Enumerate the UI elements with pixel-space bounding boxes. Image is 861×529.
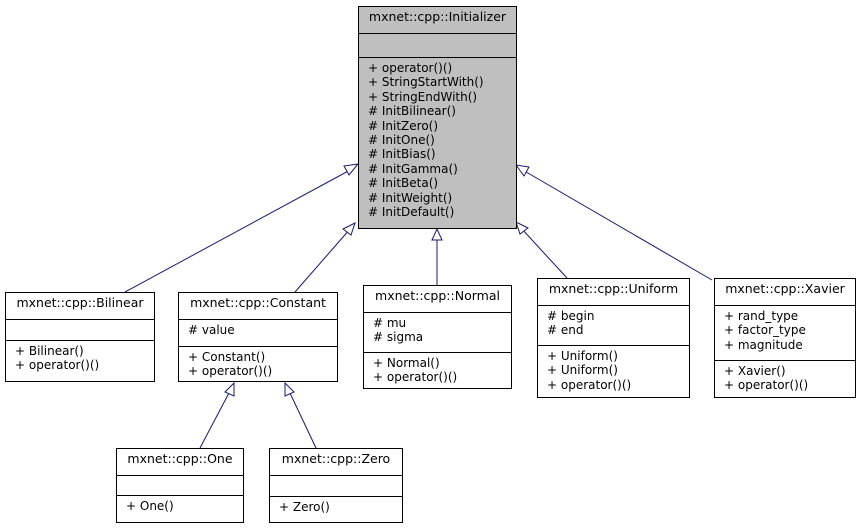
attribute-line: + factor_type: [724, 323, 806, 338]
edge-xavier-to-initializer: [514, 164, 713, 281]
class-constant: mxnet::cpp::Constant# value+ Constant()+…: [178, 292, 338, 382]
class-title: mxnet::cpp::Initializer: [368, 9, 507, 24]
edge-bilinear-to-initializer: [124, 163, 360, 293]
attributes-section: [117, 475, 243, 495]
class-title: mxnet::cpp::One: [127, 451, 233, 466]
method-line: # InitBeta(): [368, 176, 439, 191]
methods-section: + Uniform()+ Uniform()+ operator()(): [538, 345, 689, 392]
methods-section: + Zero(): [270, 496, 402, 514]
class-uniform: mxnet::cpp::Uniform# begin# end+ Uniform…: [537, 278, 690, 398]
method-line: + Uniform(): [547, 349, 618, 363]
attribute-line: + magnitude: [724, 337, 803, 352]
method-line: + operator()(): [373, 370, 458, 385]
methods-section: + Constant()+ operator()(): [179, 346, 337, 379]
methods-section: + One(): [117, 495, 243, 513]
class-zero: mxnet::cpp::Zero+ Zero(): [269, 448, 403, 523]
edge-one-to-constant: [199, 381, 235, 449]
methods-section: + Xavier()+ operator()(): [715, 360, 855, 393]
class-initializer: mxnet::cpp::Initializer + operator()()+ …: [358, 6, 517, 229]
method-line: # InitWeight(): [368, 190, 453, 205]
method-line: + Constant(): [188, 350, 266, 364]
attribute-line: # end: [547, 323, 584, 338]
methods-section: + Normal()+ operator()(): [364, 352, 511, 385]
attribute-line: # begin: [547, 309, 595, 323]
method-line: # InitZero(): [368, 118, 439, 133]
method-line: + StringEndWith(): [368, 89, 478, 104]
class-bilinear: mxnet::cpp::Bilinear+ Bilinear()+ operat…: [5, 292, 155, 382]
method-line: # InitDefault(): [368, 205, 455, 220]
method-line: # InitBilinear(): [368, 104, 456, 119]
attributes-section: [6, 319, 154, 340]
method-line: + operator()(): [15, 358, 100, 373]
class-title: mxnet::cpp::Bilinear: [16, 295, 144, 310]
class-one: mxnet::cpp::One+ One(): [116, 448, 244, 523]
method-line: # InitGamma(): [368, 161, 458, 176]
method-line: + operator()(): [368, 61, 453, 75]
methods-section: + operator()()+ StringStartWith()+ Strin…: [359, 57, 516, 219]
method-line: + One(): [126, 499, 174, 513]
edge-zero-to-constant: [284, 381, 317, 449]
attributes-section: # mu# sigma: [364, 312, 511, 352]
method-line: + operator()(): [724, 378, 809, 393]
attribute-line: # value: [188, 323, 235, 337]
class-title: mxnet::cpp::Normal: [375, 288, 500, 303]
method-line: + operator()(): [547, 377, 632, 392]
class-xavier: mxnet::cpp::Xavier+ rand_type+ factor_ty…: [714, 278, 856, 398]
method-line: + Xavier(): [724, 364, 786, 378]
attribute-line: # sigma: [373, 330, 424, 345]
class-title: mxnet::cpp::Uniform: [548, 281, 679, 296]
class-normal: mxnet::cpp::Normal# mu# sigma+ Normal()+…: [363, 285, 512, 389]
attributes-section: # begin# end: [538, 305, 689, 345]
attributes-section: # value: [179, 319, 337, 346]
attribute-line: + rand_type: [724, 309, 799, 323]
attributes-section: [270, 475, 402, 496]
method-line: # InitBias(): [368, 147, 436, 162]
method-line: + Uniform(): [547, 363, 618, 378]
method-line: + operator()(): [188, 364, 273, 379]
method-line: + Normal(): [373, 356, 440, 370]
class-title: mxnet::cpp::Zero: [281, 451, 391, 466]
edge-constant-to-initializer: [294, 222, 356, 293]
attributes-section: + rand_type+ factor_type+ magnitude: [715, 305, 855, 360]
methods-section: + Bilinear()+ operator()(): [6, 340, 154, 373]
method-line: + StringStartWith(): [368, 75, 484, 90]
class-title: mxnet::cpp::Xavier: [725, 281, 845, 296]
attribute-line: # mu: [373, 316, 407, 330]
edge-uniform-to-initializer: [515, 221, 568, 279]
method-line: + Zero(): [279, 500, 330, 514]
edge-normal-to-initializer: [431, 227, 443, 285]
method-line: # InitOne(): [368, 133, 435, 148]
method-line: + Bilinear(): [15, 344, 84, 358]
attributes-section: [359, 33, 516, 57]
class-title: mxnet::cpp::Constant: [190, 295, 326, 310]
